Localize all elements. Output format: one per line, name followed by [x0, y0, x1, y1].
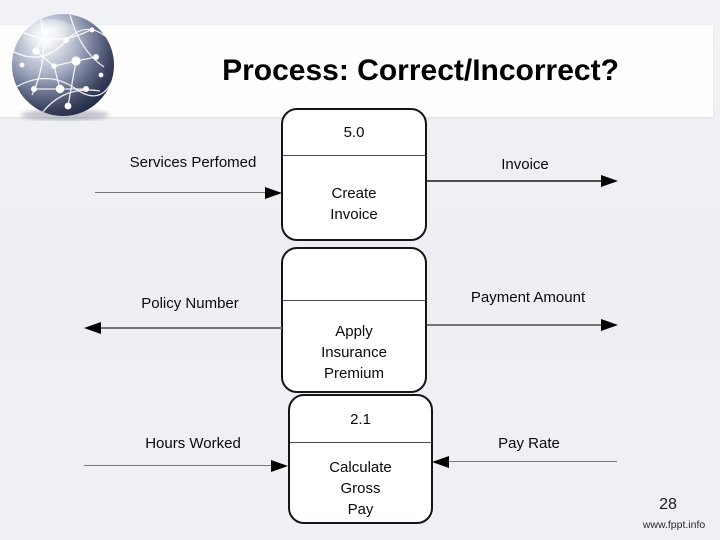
process-label-line: Insurance	[321, 343, 387, 361]
flow-line	[427, 180, 602, 182]
flow-label: Policy Number	[141, 295, 239, 312]
flow-line	[95, 192, 266, 193]
process-number	[283, 249, 425, 301]
globe-network-icon	[12, 14, 114, 121]
flow-line	[84, 465, 272, 466]
globe-logo	[8, 9, 118, 121]
process-label: Apply Insurance Premium	[283, 301, 425, 391]
header-band	[0, 25, 713, 117]
flow-label: Services Perfomed	[129, 154, 257, 171]
process-label-line: Pay	[347, 501, 374, 518]
slide-title: Process: Correct/Incorrect?	[222, 54, 619, 87]
flow-label: Payment Amount	[470, 289, 586, 306]
process-label-line: Create	[331, 184, 377, 202]
process-label-line: Gross	[340, 480, 381, 497]
arrowhead-right-icon	[265, 187, 282, 199]
process-number: 5.0	[283, 110, 425, 156]
process-label-line: Apply	[335, 322, 373, 340]
process-label-line: Invoice	[330, 205, 378, 223]
arrowhead-right-icon	[601, 175, 618, 187]
flow-line	[449, 461, 617, 462]
flow-line	[427, 324, 602, 326]
process-label: Create Invoice	[283, 156, 425, 239]
arrowhead-right-icon	[271, 460, 288, 472]
process-box-calculate-gross-pay: 2.1 Calculate Gross Pay	[288, 394, 433, 524]
process-label-line: Premium	[323, 364, 384, 382]
flow-line	[99, 327, 282, 329]
arrowhead-right-icon	[601, 319, 618, 331]
page-number: 28	[659, 496, 677, 513]
footer-website: www.fppt.info	[642, 519, 706, 531]
flow-label: Hours Worked	[145, 435, 241, 452]
process-label-line: Calculate	[329, 459, 392, 476]
process-box-create-invoice: 5.0 Create Invoice	[281, 108, 427, 241]
flow-label: Invoice	[501, 156, 549, 173]
arrowhead-left-icon	[84, 322, 101, 334]
process-box-apply-insurance-premium: Apply Insurance Premium	[281, 247, 427, 393]
flow-label: Pay Rate	[498, 435, 560, 452]
process-label: Calculate Gross Pay	[290, 443, 431, 522]
arrowhead-left-icon	[432, 456, 449, 468]
process-number: 2.1	[290, 396, 431, 443]
